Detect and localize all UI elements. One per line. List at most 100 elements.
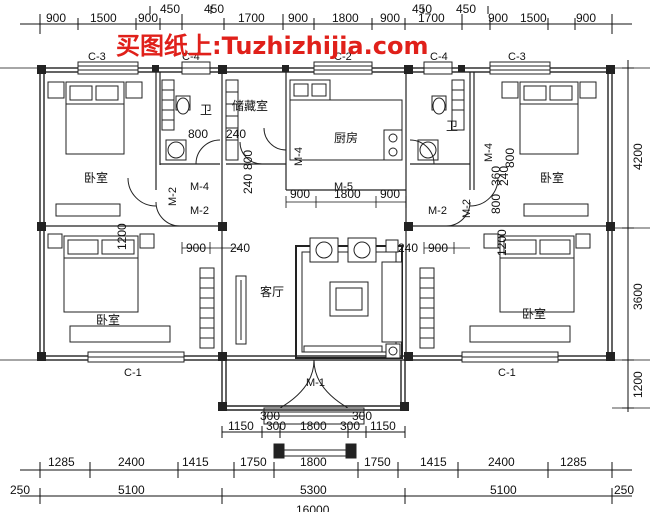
tag-m5: M-5 — [334, 181, 353, 193]
dim-bottom-1415: 1415 — [182, 455, 209, 469]
dim-top-900: 900 — [288, 11, 308, 25]
dim-bottom-1750: 1750 — [364, 455, 391, 469]
tag-m4-left: M-4 — [190, 181, 209, 193]
top-dimension-labels: 900 1500 900 1700 900 1800 900 1700 900 … — [46, 2, 596, 25]
dim-top-1700: 1700 — [418, 11, 445, 25]
opening-tags: C-3 C-4 C-2 C-4 C-3 C-1 C-1 M-1 M-4 M-2 … — [88, 51, 526, 389]
dim-top-900: 900 — [380, 11, 400, 25]
tag-c1-right: C-1 — [498, 367, 516, 379]
doors — [127, 127, 499, 409]
watermark-text: 买图纸上:Tuzhizhijia.com — [116, 32, 428, 60]
tag-c1-left: C-1 — [124, 367, 142, 379]
dim-bath-240: 240 — [226, 127, 246, 141]
dim-mid-1800: 1800 — [334, 187, 361, 201]
bottom-dimension-labels: 1285 2400 1415 1750 1800 1750 1415 2400 … — [10, 455, 634, 512]
dim-bottom-250: 250 — [10, 483, 30, 497]
interior-walls — [44, 72, 608, 356]
dim-right-240: 240 — [398, 241, 418, 255]
dim-right-3600: 3600 — [631, 283, 645, 310]
living-room-furniture — [235, 237, 403, 359]
tag-c4-left: C-4 — [182, 51, 200, 63]
room-storage: 储藏室 — [232, 98, 268, 113]
tag-c3-left: C-3 — [88, 51, 106, 63]
entrance-dimension-lines — [221, 426, 406, 438]
room-bedroom-top-left: 卧室 — [84, 170, 108, 185]
dim-top-1800: 1800 — [332, 11, 359, 25]
right-dimensions — [622, 60, 634, 412]
entrance-dimension-labels: 1150 300 1800 300 1150 300 300 — [228, 409, 396, 433]
dim-top-450: 450 — [204, 2, 224, 16]
windows — [77, 61, 559, 363]
dim-bath-800v: 800 — [241, 150, 255, 170]
tag-m4-right: M-4 — [483, 143, 495, 162]
dim-bottom-5100: 5100 — [118, 483, 145, 497]
dim-kitchen-240: 240 — [241, 174, 255, 194]
dim-bath-r-800: 800 — [503, 148, 517, 168]
dim-right-1200: 1200 — [631, 371, 645, 398]
tag-m2-left-a: M-2 — [167, 187, 179, 206]
dim-bottom-1285: 1285 — [48, 455, 75, 469]
tag-c3-right: C-3 — [508, 51, 526, 63]
room-labels: 卧室 卧室 卧室 卧室 卫 卫 储藏室 厨房 客厅 — [84, 98, 564, 327]
dim-right-4200: 4200 — [631, 143, 645, 170]
dim-bath-r-800b: 800 — [489, 194, 503, 214]
dim-top-900: 900 — [46, 11, 66, 25]
dim-mid-900: 900 — [380, 187, 400, 201]
tag-m2-left-b: M-2 — [190, 205, 209, 217]
dim-right-900: 900 — [428, 241, 448, 255]
dim-bottom-2400: 2400 — [488, 455, 515, 469]
dim-left-1200: 1200 — [115, 223, 129, 250]
dim-entrance-1150: 1150 — [370, 419, 396, 433]
dim-left-240: 240 — [230, 241, 250, 255]
dim-right-1200: 1200 — [495, 229, 509, 256]
dim-top-450: 450 — [160, 2, 180, 16]
bed-furniture — [47, 81, 597, 343]
dim-top-900: 900 — [576, 11, 596, 25]
wardrobes — [161, 79, 465, 349]
entrance-steps — [263, 407, 365, 459]
tag-m2-right: M-2 — [428, 205, 447, 217]
inner-dimension-labels: 800 240 800 240 900 1800 900 900 240 900… — [115, 127, 517, 256]
dim-top-1500: 1500 — [520, 11, 547, 25]
room-living: 客厅 — [260, 284, 284, 299]
dim-bottom-1415: 1415 — [420, 455, 447, 469]
tag-m2-right-b: M-2 — [461, 199, 473, 218]
dim-bottom-16000: 16000 — [296, 503, 330, 512]
dim-bottom-5300: 5300 — [300, 483, 327, 497]
dim-mid-900: 900 — [290, 187, 310, 201]
dim-bottom-1800: 1800 — [300, 455, 327, 469]
tag-m1: M-1 — [306, 377, 325, 389]
dim-bottom-1285: 1285 — [560, 455, 587, 469]
dim-entrance-300: 300 — [352, 409, 372, 423]
kitchen-fixtures — [289, 79, 403, 161]
dim-bottom-5100: 5100 — [490, 483, 517, 497]
dim-left-900: 900 — [186, 241, 206, 255]
bathroom-fixtures — [165, 95, 447, 161]
room-bedroom-bottom-left: 卧室 — [96, 312, 120, 327]
dim-top-450: 450 — [412, 2, 432, 16]
dim-bottom-1750: 1750 — [240, 455, 267, 469]
dim-top-1500: 1500 — [90, 11, 117, 25]
dim-entrance-300: 300 — [340, 419, 360, 433]
inner-dimension-lines — [181, 196, 470, 254]
tag-c2-top: C-2 — [334, 51, 352, 63]
dim-bottom-2400: 2400 — [118, 455, 145, 469]
dim-bath-800: 800 — [188, 127, 208, 141]
dim-top-450: 450 — [456, 2, 476, 16]
dim-top-900: 900 — [138, 11, 158, 25]
tag-c4-right: C-4 — [430, 51, 448, 63]
top-dimensions — [20, 6, 632, 34]
room-bedroom-top-right: 卧室 — [540, 170, 564, 185]
dim-bath-r-240: 240 — [497, 166, 511, 186]
room-bath-right: 卫 — [446, 119, 458, 133]
tag-m4-kitchen: M-4 — [293, 147, 305, 166]
room-kitchen: 厨房 — [334, 130, 358, 145]
dim-bottom-250: 250 — [614, 483, 634, 497]
bottom-dimension-lines — [20, 462, 632, 504]
dim-top-1700: 1700 — [238, 11, 265, 25]
dim-bath-r-360: 360 — [489, 166, 503, 186]
dim-top-900: 900 — [488, 11, 508, 25]
room-bedroom-bottom-right: 卧室 — [522, 306, 546, 321]
dim-entrance-300: 300 — [266, 419, 286, 433]
dim-entrance-300: 300 — [260, 409, 280, 423]
